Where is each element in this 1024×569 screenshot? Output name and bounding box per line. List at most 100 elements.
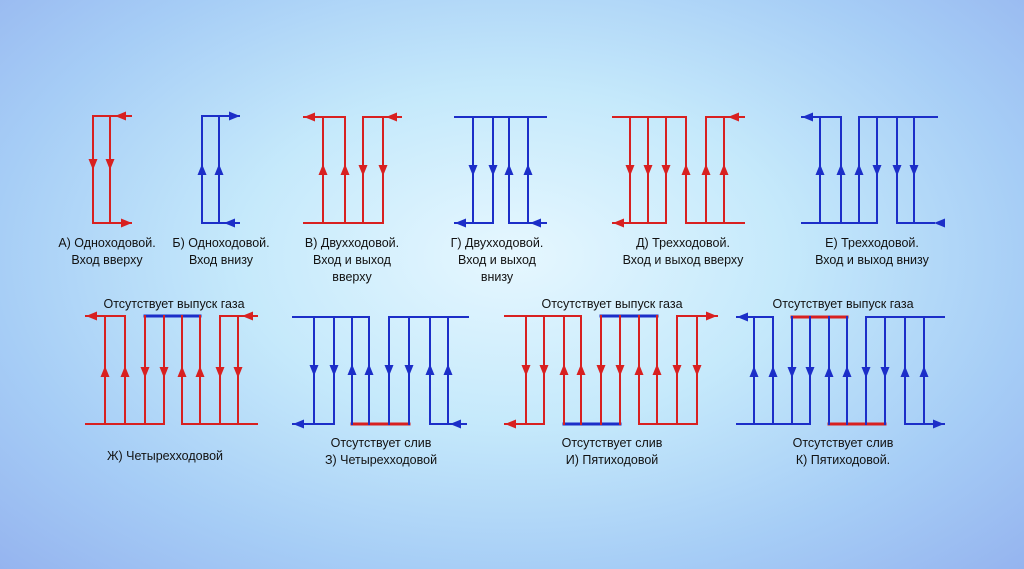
- arrow-down: [787, 367, 797, 378]
- arrow-left: [386, 112, 397, 122]
- arrow-down: [661, 165, 671, 176]
- caption-scheme-a: А) Одноходовой.Вход вверху: [58, 236, 156, 267]
- arrow-up: [340, 164, 350, 175]
- arrow-down: [468, 165, 478, 176]
- arrow-down: [805, 367, 815, 378]
- arrow-up: [815, 164, 825, 175]
- arrow-down: [140, 367, 150, 378]
- scheme-a-diagram: [88, 111, 132, 228]
- arrow-down: [105, 159, 115, 170]
- arrow-up: [854, 164, 864, 175]
- arrow-up: [634, 364, 644, 375]
- arrow-down: [521, 365, 531, 376]
- arrow-right: [121, 218, 132, 228]
- arrow-left: [304, 112, 315, 122]
- arrow-left: [802, 112, 813, 122]
- arrow-up: [347, 364, 357, 375]
- arrow-right: [706, 311, 717, 321]
- note-no-gas-release-k: Отсутствует выпуск газа: [772, 297, 914, 311]
- arrow-up: [364, 364, 374, 375]
- scheme-e-diagram: [801, 112, 945, 228]
- arrow-up: [120, 366, 130, 377]
- arrow-left: [293, 419, 304, 429]
- arrow-up: [195, 366, 205, 377]
- caption-scheme-b: Б) Одноходовой.Вход внизу: [172, 236, 270, 267]
- arrow-left: [450, 419, 461, 429]
- caption-scheme-e: Е) Трехходовой.Вход и выход внизу: [815, 236, 929, 267]
- arrow-up: [836, 164, 846, 175]
- scheme-v-diagram: [303, 112, 402, 224]
- arrow-down: [872, 165, 882, 176]
- arrow-left: [613, 218, 624, 228]
- arrow-up: [559, 364, 569, 375]
- scheme-k-diagram: [736, 312, 945, 429]
- arrow-down: [861, 367, 871, 378]
- arrow-down: [692, 365, 702, 376]
- arrow-down: [539, 365, 549, 376]
- arrow-up: [177, 366, 187, 377]
- arrow-up: [318, 164, 328, 175]
- arrow-left: [934, 218, 945, 228]
- arrow-down: [233, 367, 243, 378]
- arrow-up: [919, 366, 929, 377]
- arrow-left: [737, 312, 748, 322]
- arrow-up: [681, 164, 691, 175]
- arrow-down: [880, 367, 890, 378]
- arrow-up: [504, 164, 514, 175]
- arrow-up: [425, 364, 435, 375]
- arrow-left: [455, 218, 466, 228]
- arrow-down: [672, 365, 682, 376]
- arrow-up: [719, 164, 729, 175]
- arrow-up: [576, 364, 586, 375]
- pipe: [92, 115, 132, 224]
- arrow-up: [214, 164, 224, 175]
- arrow-down: [329, 365, 339, 376]
- arrow-left: [115, 111, 126, 121]
- arrow-down: [615, 365, 625, 376]
- caption-scheme-zh: Ж) Четырехходовой: [106, 449, 224, 463]
- arrow-left: [505, 419, 516, 429]
- arrow-left: [86, 311, 97, 321]
- arrow-down: [215, 367, 225, 378]
- scheme-d-diagram: [612, 112, 745, 228]
- scheme-z-diagram: [292, 316, 469, 429]
- arrow-right: [933, 419, 944, 429]
- arrow-up: [749, 366, 759, 377]
- arrow-down: [378, 165, 388, 176]
- arrow-right: [229, 111, 240, 121]
- arrow-down: [404, 365, 414, 376]
- arrow-up: [197, 164, 207, 175]
- arrow-down: [909, 165, 919, 176]
- scheme-b-diagram: [197, 111, 240, 228]
- arrow-down: [625, 165, 635, 176]
- arrow-left: [728, 112, 739, 122]
- caption-scheme-d: Д) Трехходовой.Вход и выход вверху: [622, 236, 744, 267]
- arrow-up: [701, 164, 711, 175]
- arrow-down: [384, 365, 394, 376]
- scheme-i-diagram: [504, 311, 718, 429]
- arrow-down: [159, 367, 169, 378]
- arrow-up: [768, 366, 778, 377]
- arrow-down: [358, 165, 368, 176]
- scheme-g-diagram: [454, 116, 547, 228]
- note-no-gas-release-i: Отсутствует выпуск газа: [541, 297, 683, 311]
- arrow-down: [309, 365, 319, 376]
- arrow-left: [530, 218, 541, 228]
- arrow-up: [900, 366, 910, 377]
- arrow-up: [523, 164, 533, 175]
- arrow-up: [100, 366, 110, 377]
- arrow-left: [242, 311, 253, 321]
- arrow-up: [824, 366, 834, 377]
- arrow-down: [488, 165, 498, 176]
- arrow-down: [88, 159, 98, 170]
- arrow-up: [842, 366, 852, 377]
- arrow-down: [596, 365, 606, 376]
- arrow-down: [892, 165, 902, 176]
